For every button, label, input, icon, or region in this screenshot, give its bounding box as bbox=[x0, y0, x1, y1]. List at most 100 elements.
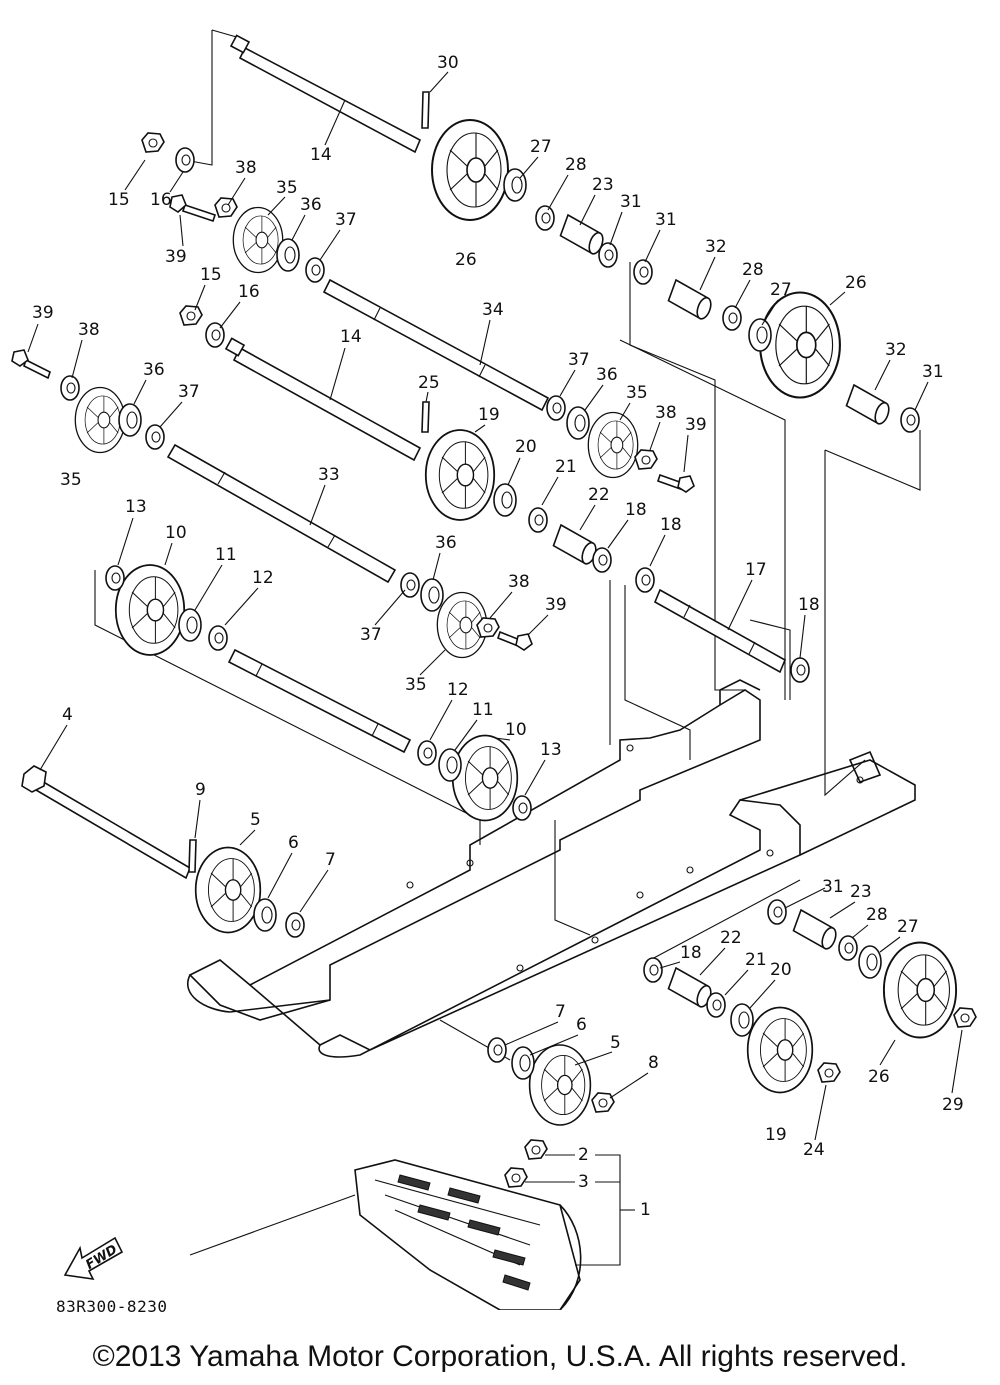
callout-26: 26 bbox=[455, 250, 477, 270]
callout-17: 17 bbox=[745, 560, 767, 580]
callout-39: 39 bbox=[685, 415, 707, 435]
callout-28: 28 bbox=[866, 905, 888, 925]
callout-38: 38 bbox=[78, 320, 100, 340]
callout-18: 18 bbox=[660, 515, 682, 535]
callout-35: 35 bbox=[60, 470, 82, 490]
callout-16: 16 bbox=[150, 190, 172, 210]
callout-11: 11 bbox=[215, 545, 237, 565]
small-parts bbox=[60, 132, 977, 1188]
shaft-34 bbox=[322, 278, 550, 412]
bolts-and-pins bbox=[11, 91, 695, 873]
callout-9: 9 bbox=[195, 780, 206, 800]
callout-26: 26 bbox=[868, 1067, 890, 1087]
wheel-5-lower bbox=[528, 1044, 592, 1126]
callout-23: 23 bbox=[592, 175, 614, 195]
callout-18: 18 bbox=[680, 943, 702, 963]
callout-38: 38 bbox=[655, 403, 677, 423]
callout-12: 12 bbox=[252, 568, 274, 588]
callout-31: 31 bbox=[822, 877, 844, 897]
callout-22: 22 bbox=[720, 928, 742, 948]
callout-1: 1 bbox=[640, 1200, 651, 1220]
callout-14: 14 bbox=[340, 327, 362, 347]
callout-5: 5 bbox=[610, 1033, 621, 1053]
callout-35: 35 bbox=[626, 383, 648, 403]
callout-39: 39 bbox=[32, 303, 54, 323]
callout-13: 13 bbox=[540, 740, 562, 760]
wheel-35-c bbox=[587, 411, 639, 479]
callout-13: 13 bbox=[125, 497, 147, 517]
callout-22: 22 bbox=[588, 485, 610, 505]
callout-27: 27 bbox=[770, 280, 792, 300]
callout-11: 11 bbox=[472, 700, 494, 720]
callout-37: 37 bbox=[178, 382, 200, 402]
wheel-26-lower bbox=[882, 941, 958, 1039]
callout-35: 35 bbox=[276, 178, 298, 198]
callout-7: 7 bbox=[325, 850, 336, 870]
callout-32: 32 bbox=[705, 237, 727, 257]
callout-33: 33 bbox=[318, 465, 340, 485]
slide-rail-frame bbox=[187, 679, 916, 1058]
callout-29: 29 bbox=[942, 1095, 964, 1115]
callout-21: 21 bbox=[745, 950, 767, 970]
callout-7: 7 bbox=[555, 1002, 566, 1022]
callout-12: 12 bbox=[447, 680, 469, 700]
callout-30: 30 bbox=[437, 53, 459, 73]
wheel-19-lower bbox=[746, 1006, 814, 1094]
callout-37: 37 bbox=[360, 625, 382, 645]
bolt-4 bbox=[21, 765, 191, 880]
callout-38: 38 bbox=[508, 572, 530, 592]
callout-26: 26 bbox=[845, 273, 867, 293]
callout-10: 10 bbox=[505, 720, 527, 740]
callout-6: 6 bbox=[576, 1015, 587, 1035]
callout-16: 16 bbox=[238, 282, 260, 302]
callout-21: 21 bbox=[555, 457, 577, 477]
shaft-17 bbox=[653, 588, 787, 674]
callout-36: 36 bbox=[143, 360, 165, 380]
callout-6: 6 bbox=[288, 833, 299, 853]
wheel-35-a bbox=[232, 206, 284, 274]
callout-8: 8 bbox=[648, 1053, 659, 1073]
diagram-code: 83R300-8230 bbox=[56, 1297, 168, 1316]
callout-36: 36 bbox=[435, 533, 457, 553]
wheel-10-lower bbox=[451, 734, 519, 822]
callout-labels: 30 14 15 16 38 35 36 37 39 27 28 23 31 2… bbox=[27, 53, 964, 1220]
callout-20: 20 bbox=[515, 437, 537, 457]
callout-15: 15 bbox=[200, 265, 222, 285]
forward-arrow-icon: FWD bbox=[63, 1236, 124, 1281]
callout-15: 15 bbox=[108, 190, 130, 210]
callout-10: 10 bbox=[165, 523, 187, 543]
callout-31: 31 bbox=[922, 362, 944, 382]
callout-38: 38 bbox=[235, 158, 257, 178]
track-assembly bbox=[354, 1159, 582, 1310]
callout-14: 14 bbox=[310, 145, 332, 165]
callout-20: 20 bbox=[770, 960, 792, 980]
callout-34: 34 bbox=[482, 300, 504, 320]
callout-5: 5 bbox=[250, 810, 261, 830]
callout-39: 39 bbox=[545, 595, 567, 615]
callout-36: 36 bbox=[596, 365, 618, 385]
callout-25: 25 bbox=[418, 373, 440, 393]
callout-31: 31 bbox=[620, 192, 642, 212]
exploded-parts-diagram: FWD 30 14 15 16 38 35 36 37 39 27 28 23 … bbox=[11, 29, 977, 1310]
callout-37: 37 bbox=[335, 210, 357, 230]
wheel-19-upper bbox=[424, 429, 496, 521]
shaft-14-upper bbox=[229, 34, 422, 154]
callout-32: 32 bbox=[885, 340, 907, 360]
callout-28: 28 bbox=[742, 260, 764, 280]
callout-37: 37 bbox=[568, 350, 590, 370]
copyright-notice: ©2013 Yamaha Motor Corporation, U.S.A. A… bbox=[92, 1340, 908, 1373]
callout-27: 27 bbox=[897, 917, 919, 937]
callout-39: 39 bbox=[165, 247, 187, 267]
wheel-35-b bbox=[74, 386, 126, 454]
assembly-lines bbox=[94, 29, 921, 1266]
callout-28: 28 bbox=[565, 155, 587, 175]
callout-19: 19 bbox=[765, 1125, 787, 1145]
callout-18: 18 bbox=[798, 595, 820, 615]
shaft-33 bbox=[166, 443, 397, 584]
wheel-5-upper bbox=[194, 846, 262, 934]
callout-27: 27 bbox=[530, 137, 552, 157]
callout-3: 3 bbox=[578, 1172, 589, 1192]
callout-36: 36 bbox=[300, 195, 322, 215]
callout-18: 18 bbox=[625, 500, 647, 520]
wheel-26-upper bbox=[431, 119, 509, 221]
